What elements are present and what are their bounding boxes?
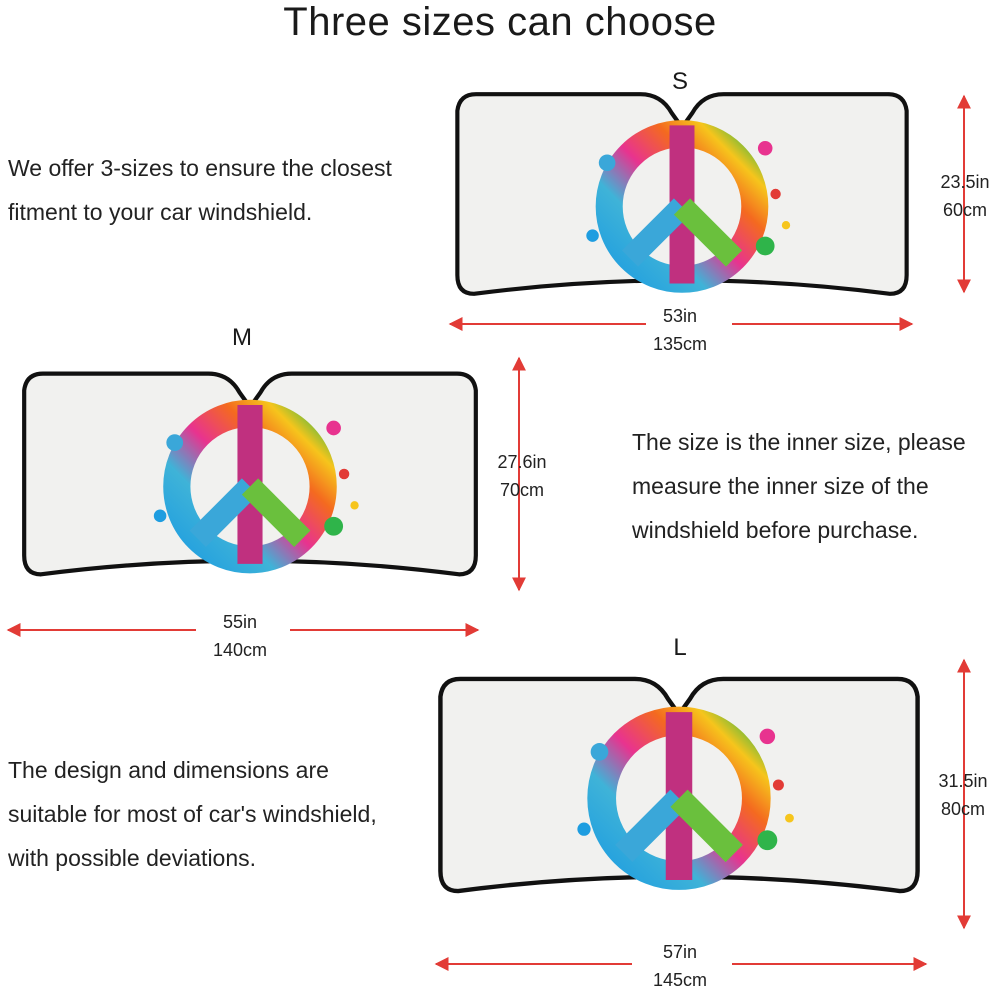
sunshade-small-image: [446, 90, 918, 298]
sunshade-medium-image: [20, 352, 480, 596]
size-s-height: 23.5in 60cm: [930, 168, 1000, 224]
size-l-height-arrow: [957, 658, 971, 930]
description-line: windshield before purchase.: [632, 517, 919, 543]
description-bottom: The design and dimensions are suitable f…: [8, 748, 377, 880]
size-l-height: 31.5in 80cm: [926, 767, 1000, 823]
size-m-height: 27.6in 70cm: [482, 448, 562, 504]
size-l-height-cm: 80cm: [940, 799, 985, 819]
size-s-label: S: [671, 68, 688, 95]
size-s-width-cm: 135cm: [652, 334, 708, 354]
size-l-height-in: 31.5in: [938, 771, 988, 791]
size-s-height-arrow: [957, 94, 971, 294]
size-m-width-cm: 140cm: [212, 640, 268, 660]
size-m-height-cm: 70cm: [499, 480, 544, 500]
description-line: The size is the inner size, please: [632, 429, 966, 455]
size-m-label: M: [232, 324, 252, 351]
size-m-width-in: 55in: [222, 612, 258, 632]
description-line: with possible deviations.: [8, 845, 257, 871]
description-middle: The size is the inner size, please measu…: [632, 420, 966, 552]
description-line: measure the inner size of the: [632, 473, 929, 499]
description-line: suitable for most of car's windshield,: [8, 801, 377, 827]
size-s-height-in: 23.5in: [940, 172, 990, 192]
size-s-width: 53in 135cm: [640, 302, 720, 358]
size-l-width-in: 57in: [662, 942, 698, 962]
size-m-height-in: 27.6in: [497, 452, 547, 472]
description-top: We offer 3-sizes to ensure the closest f…: [8, 146, 392, 234]
page-title: Three sizes can choose: [283, 0, 717, 44]
size-l-label: L: [673, 634, 687, 661]
size-l-width-cm: 145cm: [652, 970, 708, 990]
description-line: We offer 3-sizes to ensure the closest: [8, 155, 392, 181]
size-l-width-arrow: [434, 957, 928, 971]
size-s-width-in: 53in: [662, 306, 698, 326]
size-m-height-arrow: [512, 356, 526, 592]
description-line: The design and dimensions are: [8, 757, 329, 783]
size-l-width: 57in 145cm: [640, 938, 720, 994]
size-s-width-arrow: [448, 317, 914, 331]
size-m-width: 55in 140cm: [200, 608, 280, 664]
size-m-width-arrow: [6, 623, 480, 637]
sunshade-large-image: [436, 654, 922, 916]
description-line: fitment to your car windshield.: [8, 199, 313, 225]
size-s-height-cm: 60cm: [942, 200, 987, 220]
